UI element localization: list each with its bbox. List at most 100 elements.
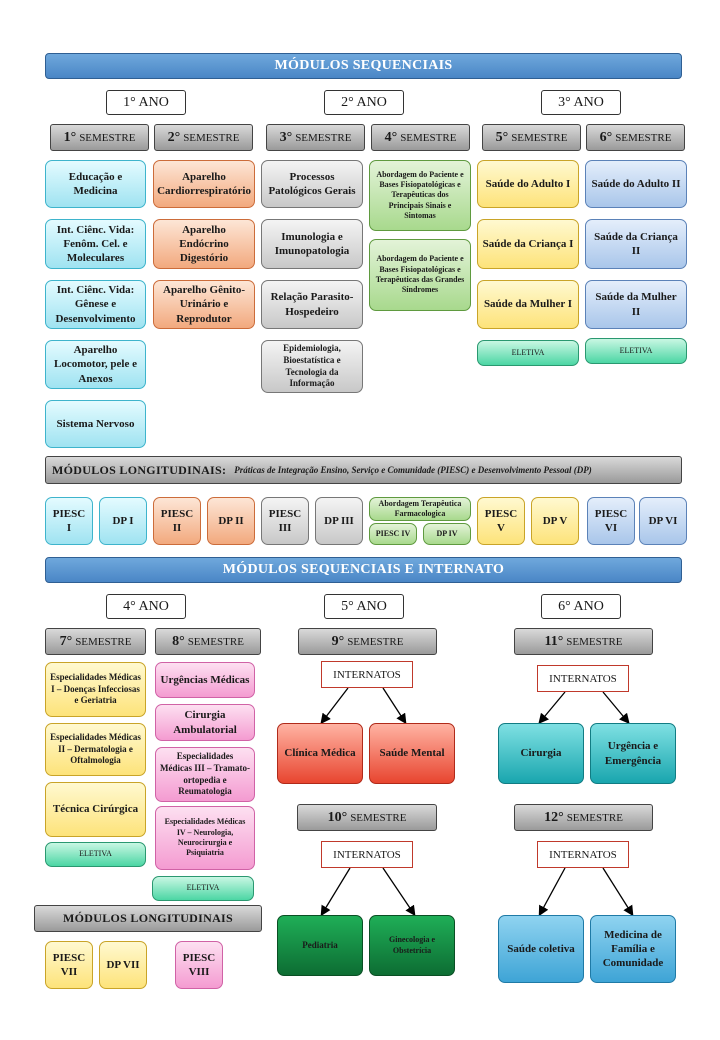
dp-card: DP I	[99, 497, 147, 545]
dp-card: DP III	[315, 497, 363, 545]
year-label-1: 1° ANO	[106, 90, 186, 115]
internato-label: INTERNATOS	[537, 841, 629, 868]
longitudinal-modules-header: MÓDULOS LONGITUDINAIS: Práticas de Integ…	[45, 456, 682, 484]
module-card: Especialidades Médicas IV – Neurologia, …	[155, 806, 255, 870]
semester-number: 3°	[279, 129, 293, 145]
module-card: Urgências Médicas	[155, 662, 255, 698]
arrow-line	[320, 867, 351, 917]
elective-card: ELETIVA	[45, 842, 146, 867]
semester-number: 4°	[384, 129, 398, 145]
semester-7-header: 7°SEMESTRE	[45, 628, 146, 655]
module-card: Cirurgia Ambulatorial	[155, 704, 255, 741]
year-label-6: 6° ANO	[541, 594, 621, 619]
semester-label: SEMESTRE	[566, 811, 623, 824]
internship-card: Ginecologia e Obstetrícia	[369, 915, 455, 976]
semester-number: 11°	[544, 633, 564, 649]
year-label-4: 4° ANO	[106, 594, 186, 619]
section-header-sequenciais: MÓDULOS SEQUENCIAIS	[45, 53, 682, 79]
piesc-card: PIESC VI	[587, 497, 635, 545]
module-card: Int. Ciênc. Vida: Fenôm. Cel. e Molecula…	[45, 219, 146, 269]
semester-number: 1°	[63, 129, 77, 145]
year-label-3: 3° ANO	[541, 90, 621, 115]
internship-card: Medicina de Família e Comunidade	[590, 915, 676, 983]
semester-label: SEMESTRE	[350, 811, 407, 824]
module-card: Educação e Medicina	[45, 160, 146, 208]
module-card: Saúde da Mulher I	[477, 280, 579, 329]
semester-11-header: 11°SEMESTRE	[514, 628, 653, 655]
dp-card: DP IV	[423, 523, 471, 545]
module-card: Saúde da Mulher II	[585, 280, 687, 329]
module-card: Saúde do Adulto II	[585, 160, 687, 208]
module-card: Especialidades Médicas I – Doenças Infec…	[45, 662, 146, 717]
longitudinal-subtitle: Práticas de Integração Ensino, Serviço e…	[234, 465, 592, 475]
semester-label: SEMESTRE	[566, 635, 623, 648]
piesc-card: PIESC III	[261, 497, 309, 545]
semester-label: SEMESTRE	[183, 131, 240, 144]
module-card: Abordagem do Paciente e Bases Fisiopatol…	[369, 160, 471, 231]
semester-label: SEMESTRE	[295, 131, 352, 144]
semester-5-header: 5°SEMESTRE	[482, 124, 581, 151]
module-card: Aparelho Locomotor, pele e Anexos	[45, 340, 146, 389]
dp-card: DP V	[531, 497, 579, 545]
elective-card: ELETIVA	[585, 338, 687, 364]
piesc-card: PIESC I	[45, 497, 93, 545]
elective-card: ELETIVA	[152, 876, 254, 901]
section-header-internato: MÓDULOS SEQUENCIAIS E INTERNATO	[45, 557, 682, 583]
dp-card: DP VII	[99, 941, 147, 989]
longitudinal-title: MÓDULOS LONGITUDINAIS:	[52, 462, 227, 477]
semester-8-header: 8°SEMESTRE	[155, 628, 261, 655]
semester-4-header: 4°SEMESTRE	[371, 124, 470, 151]
year-label-2: 2° ANO	[324, 90, 404, 115]
piesc-card: PIESC VII	[45, 941, 93, 989]
year-label-5: 5° ANO	[324, 594, 404, 619]
arrow-line	[538, 691, 566, 724]
semester-number: 7°	[59, 633, 73, 649]
module-card: Aparelho Endócrino Digestório	[153, 219, 255, 269]
internato-label: INTERNATOS	[321, 841, 413, 868]
semester-label: SEMESTRE	[75, 635, 132, 648]
semester-label: SEMESTRE	[511, 131, 568, 144]
semester-6-header: 6°SEMESTRE	[586, 124, 685, 151]
internato-label: INTERNATOS	[537, 665, 629, 692]
arrow-line	[382, 687, 407, 725]
piesc-card: PIESC II	[153, 497, 201, 545]
dp-card: DP VI	[639, 497, 687, 545]
module-card: Técnica Cirúrgica	[45, 782, 146, 837]
dp-card: DP II	[207, 497, 255, 545]
module-card: Saúde do Adulto I	[477, 160, 579, 208]
semester-label: SEMESTRE	[347, 635, 404, 648]
module-card: Epidemiologia, Bioestatística e Tecnolog…	[261, 340, 363, 393]
semester-number: 10°	[327, 809, 348, 825]
module-card: Especialidades Médicas III – Tramato-ort…	[155, 747, 255, 802]
internship-card: Saúde coletiva	[498, 915, 584, 983]
arrow-line	[320, 687, 349, 725]
arrow-line	[602, 691, 630, 724]
elective-card: ELETIVA	[477, 340, 579, 366]
semester-number: 5°	[495, 129, 509, 145]
piesc-card: PIESC V	[477, 497, 525, 545]
module-card: Int. Ciênc. Vida: Gênese e Desenvolvimen…	[45, 280, 146, 329]
semester-number: 9°	[331, 633, 345, 649]
arrow-line	[538, 867, 566, 917]
semester-label: SEMESTRE	[187, 635, 244, 648]
piesc-card: PIESC VIII	[175, 941, 223, 989]
therapeutic-approach-card: Abordagem Terapêutica Farmacologica	[369, 497, 471, 521]
semester-number: 2°	[167, 129, 181, 145]
semester-2-header: 2°SEMESTRE	[154, 124, 253, 151]
module-card: Processos Patológicos Gerais	[261, 160, 363, 208]
semester-3-header: 3°SEMESTRE	[266, 124, 365, 151]
semester-10-header: 10°SEMESTRE	[297, 804, 437, 831]
arrow-line	[602, 867, 634, 917]
module-card: Saúde da Criança II	[585, 219, 687, 269]
internship-card: Saúde Mental	[369, 723, 455, 784]
internship-card: Pediatria	[277, 915, 363, 976]
semester-number: 12°	[544, 809, 564, 825]
internato-label: INTERNATOS	[321, 661, 413, 688]
internship-card: Cirurgia	[498, 723, 584, 784]
module-card: Aparelho Cardiorrespiratório	[153, 160, 255, 208]
semester-12-header: 12°SEMESTRE	[514, 804, 653, 831]
longitudinal-title: MÓDULOS LONGITUDINAIS	[63, 911, 233, 925]
semester-number: 8°	[172, 633, 185, 649]
semester-1-header: 1°SEMESTRE	[50, 124, 149, 151]
